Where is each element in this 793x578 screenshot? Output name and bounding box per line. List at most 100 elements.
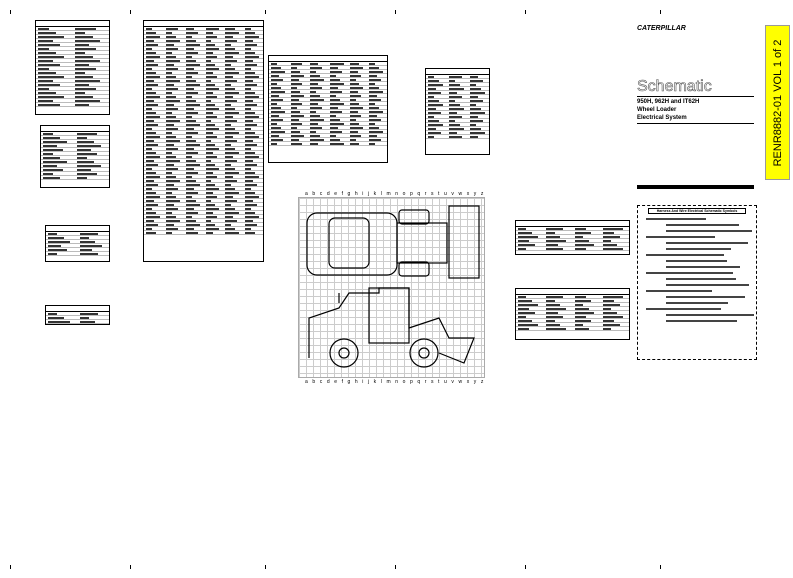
grid-letters-bottom: a b c d e f g h i j k l m n o p q r s t … <box>305 379 485 385</box>
table-row <box>144 55 263 59</box>
table-row <box>46 232 109 236</box>
table-row <box>426 131 489 135</box>
table-row <box>516 303 629 307</box>
table-row <box>41 156 109 160</box>
table-row <box>144 171 263 175</box>
table-row <box>516 307 629 311</box>
table-row <box>269 114 387 118</box>
table-row <box>426 107 489 111</box>
table-row <box>269 82 387 86</box>
table-row <box>144 79 263 83</box>
table-row <box>144 183 263 187</box>
table-row <box>36 59 109 63</box>
table-row <box>516 243 629 247</box>
table-row <box>144 151 263 155</box>
table-row <box>516 239 629 243</box>
table-row <box>269 106 387 110</box>
table-row <box>144 91 263 95</box>
table-row <box>144 147 263 151</box>
table-row <box>144 111 263 115</box>
table-row <box>144 67 263 71</box>
front-wheel <box>409 338 439 368</box>
system-title: Electrical System <box>637 115 687 121</box>
symbol-row <box>666 242 748 244</box>
crop-mark <box>525 10 526 14</box>
table-row <box>36 87 109 91</box>
side-view-body <box>308 287 475 364</box>
crop-mark <box>395 10 396 14</box>
table-row <box>144 75 263 79</box>
table-row <box>46 236 109 240</box>
symbol-row <box>666 296 745 298</box>
symbol-row <box>666 302 728 304</box>
table-row <box>144 211 263 215</box>
table-row <box>144 103 263 107</box>
table-row <box>516 315 629 319</box>
table-row <box>36 47 109 51</box>
symbol-row <box>666 278 736 280</box>
top-view-bucket <box>448 205 480 279</box>
symbol-row <box>666 224 739 226</box>
table-header <box>41 126 109 132</box>
doc-number-tab: RENR8882-01 VOL 1 of 2 <box>765 25 790 180</box>
table-row <box>269 78 387 82</box>
table-row <box>144 87 263 91</box>
table-row <box>144 115 263 119</box>
table-row <box>41 164 109 168</box>
table-row <box>516 235 629 239</box>
table-row <box>144 179 263 183</box>
table-row <box>144 139 263 143</box>
symbol-row <box>646 272 733 274</box>
wheel-loader-drawing <box>306 205 480 368</box>
table-row <box>41 136 109 140</box>
table-row <box>516 323 629 327</box>
divider <box>637 96 754 97</box>
crop-mark <box>525 565 526 569</box>
symbol-row <box>666 260 727 262</box>
table-row <box>426 115 489 119</box>
table-row <box>269 90 387 94</box>
table-row <box>426 103 489 107</box>
table <box>45 225 110 262</box>
table <box>35 20 110 115</box>
table-row <box>144 123 263 127</box>
table-row <box>269 134 387 138</box>
table-row <box>36 67 109 71</box>
table-row <box>144 59 263 63</box>
table-row <box>269 66 387 70</box>
symbol-row <box>666 230 752 232</box>
table-row <box>46 320 109 324</box>
table-row <box>41 148 109 152</box>
table-row <box>516 247 629 251</box>
table-header <box>516 289 629 295</box>
table-row <box>144 39 263 43</box>
table-row <box>269 74 387 78</box>
table-row <box>144 155 263 159</box>
symbols-legend: Harness And Wire Electrical Schematic Sy… <box>637 205 757 360</box>
footer-bar <box>637 185 754 189</box>
table-row <box>426 83 489 87</box>
table-row <box>144 175 263 179</box>
table-row <box>36 51 109 55</box>
table-row <box>36 31 109 35</box>
table-row <box>46 248 109 252</box>
table-row <box>36 71 109 75</box>
table-row <box>41 172 109 176</box>
table-row <box>144 215 263 219</box>
table-header <box>46 306 109 312</box>
table-row <box>144 135 263 139</box>
table-row <box>36 99 109 103</box>
table-row <box>144 207 263 211</box>
crop-mark <box>130 565 131 569</box>
table <box>515 220 630 255</box>
table-header <box>516 221 629 227</box>
table-row <box>46 240 109 244</box>
crop-mark <box>660 565 661 569</box>
table-row <box>516 231 629 235</box>
table-row <box>144 107 263 111</box>
table-row <box>36 79 109 83</box>
table-row <box>144 127 263 131</box>
table-row <box>426 95 489 99</box>
rear-wheel <box>329 338 359 368</box>
table-header <box>36 21 109 27</box>
